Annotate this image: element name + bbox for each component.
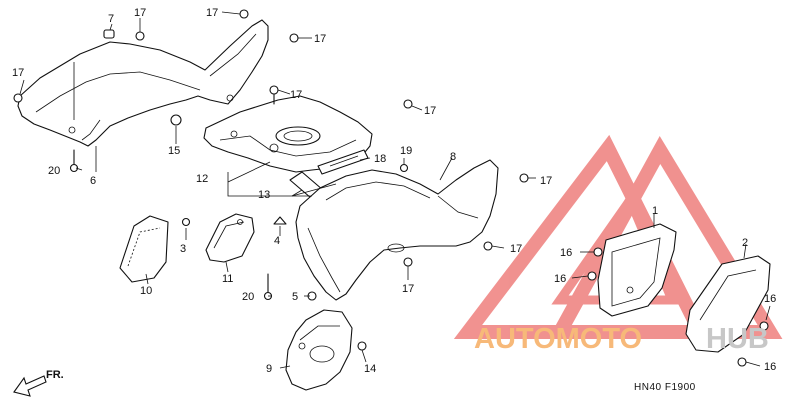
callout-3: 3 bbox=[180, 243, 186, 255]
callout-15: 15 bbox=[168, 145, 180, 157]
callout-17: 17 bbox=[540, 175, 552, 187]
callout-14: 14 bbox=[364, 363, 376, 375]
watermark-text-part2: HUB bbox=[706, 323, 769, 355]
callout-17: 17 bbox=[402, 283, 414, 295]
fasteners bbox=[13, 9, 769, 367]
callout-16: 16 bbox=[554, 273, 566, 285]
watermark-text-part1: AUTOMOTO bbox=[474, 323, 642, 355]
bolt bbox=[759, 321, 769, 331]
part-1-plate bbox=[597, 223, 677, 317]
bolt bbox=[181, 217, 191, 227]
callout-17: 17 bbox=[424, 105, 436, 117]
part-6-left-side-cover bbox=[17, 19, 269, 147]
callout-19: 19 bbox=[400, 145, 412, 157]
callout-2: 2 bbox=[742, 237, 748, 249]
callouts: 7 17 17 17 17 17 17 15 20 6 19 18 8 17 1… bbox=[12, 7, 776, 375]
bolt bbox=[399, 163, 409, 173]
watermark-text: AUTOMOTO HUB bbox=[474, 323, 769, 355]
part-10-pad bbox=[119, 215, 169, 283]
part-8-right-side-cover bbox=[295, 159, 499, 301]
bolt bbox=[239, 9, 249, 19]
callout-17: 17 bbox=[314, 33, 326, 45]
part-9-lower-guard bbox=[285, 309, 353, 391]
callout-5: 5 bbox=[292, 291, 298, 303]
direction-label: FR. bbox=[46, 369, 64, 381]
bolt bbox=[403, 99, 413, 109]
callout-10: 10 bbox=[140, 285, 152, 297]
callout-17: 17 bbox=[134, 7, 146, 19]
callout-8: 8 bbox=[450, 151, 456, 163]
callout-9: 9 bbox=[266, 363, 272, 375]
bolt bbox=[357, 341, 367, 351]
callout-1: 1 bbox=[652, 205, 658, 217]
bolt bbox=[289, 33, 299, 43]
callout-13: 13 bbox=[258, 189, 270, 201]
callout-17: 17 bbox=[510, 243, 522, 255]
bolt bbox=[273, 216, 287, 225]
callout-6: 6 bbox=[90, 175, 96, 187]
bolt bbox=[403, 257, 413, 267]
callout-17: 17 bbox=[12, 67, 24, 79]
part-2-cover bbox=[685, 255, 771, 353]
direction-arrow-icon bbox=[13, 375, 47, 397]
diagram-code: HN40 F1900 bbox=[634, 382, 696, 393]
bolt bbox=[269, 85, 279, 105]
direction-indicator: FR. bbox=[13, 369, 64, 397]
bolt bbox=[593, 247, 603, 257]
bolt bbox=[103, 29, 115, 39]
callout-20: 20 bbox=[48, 165, 60, 177]
bolt bbox=[13, 93, 23, 103]
bolt bbox=[170, 114, 182, 126]
bolt bbox=[519, 173, 529, 183]
leader-lines bbox=[19, 11, 771, 369]
callout-16: 16 bbox=[560, 247, 572, 259]
bolt bbox=[69, 149, 79, 173]
callout-12: 12 bbox=[196, 173, 208, 185]
bolt bbox=[135, 31, 145, 41]
callout-16: 16 bbox=[764, 361, 776, 373]
callout-17: 17 bbox=[290, 89, 302, 101]
bolt bbox=[483, 241, 493, 251]
callout-7: 7 bbox=[108, 13, 114, 25]
bolt bbox=[737, 357, 747, 367]
callout-20: 20 bbox=[242, 291, 254, 303]
callout-18: 18 bbox=[374, 153, 386, 165]
callout-11: 11 bbox=[222, 273, 233, 285]
callout-4: 4 bbox=[274, 235, 280, 247]
part-11-small-cover bbox=[205, 213, 255, 263]
callout-17: 17 bbox=[206, 7, 218, 19]
callout-16: 16 bbox=[764, 293, 776, 305]
bolt bbox=[587, 271, 597, 281]
